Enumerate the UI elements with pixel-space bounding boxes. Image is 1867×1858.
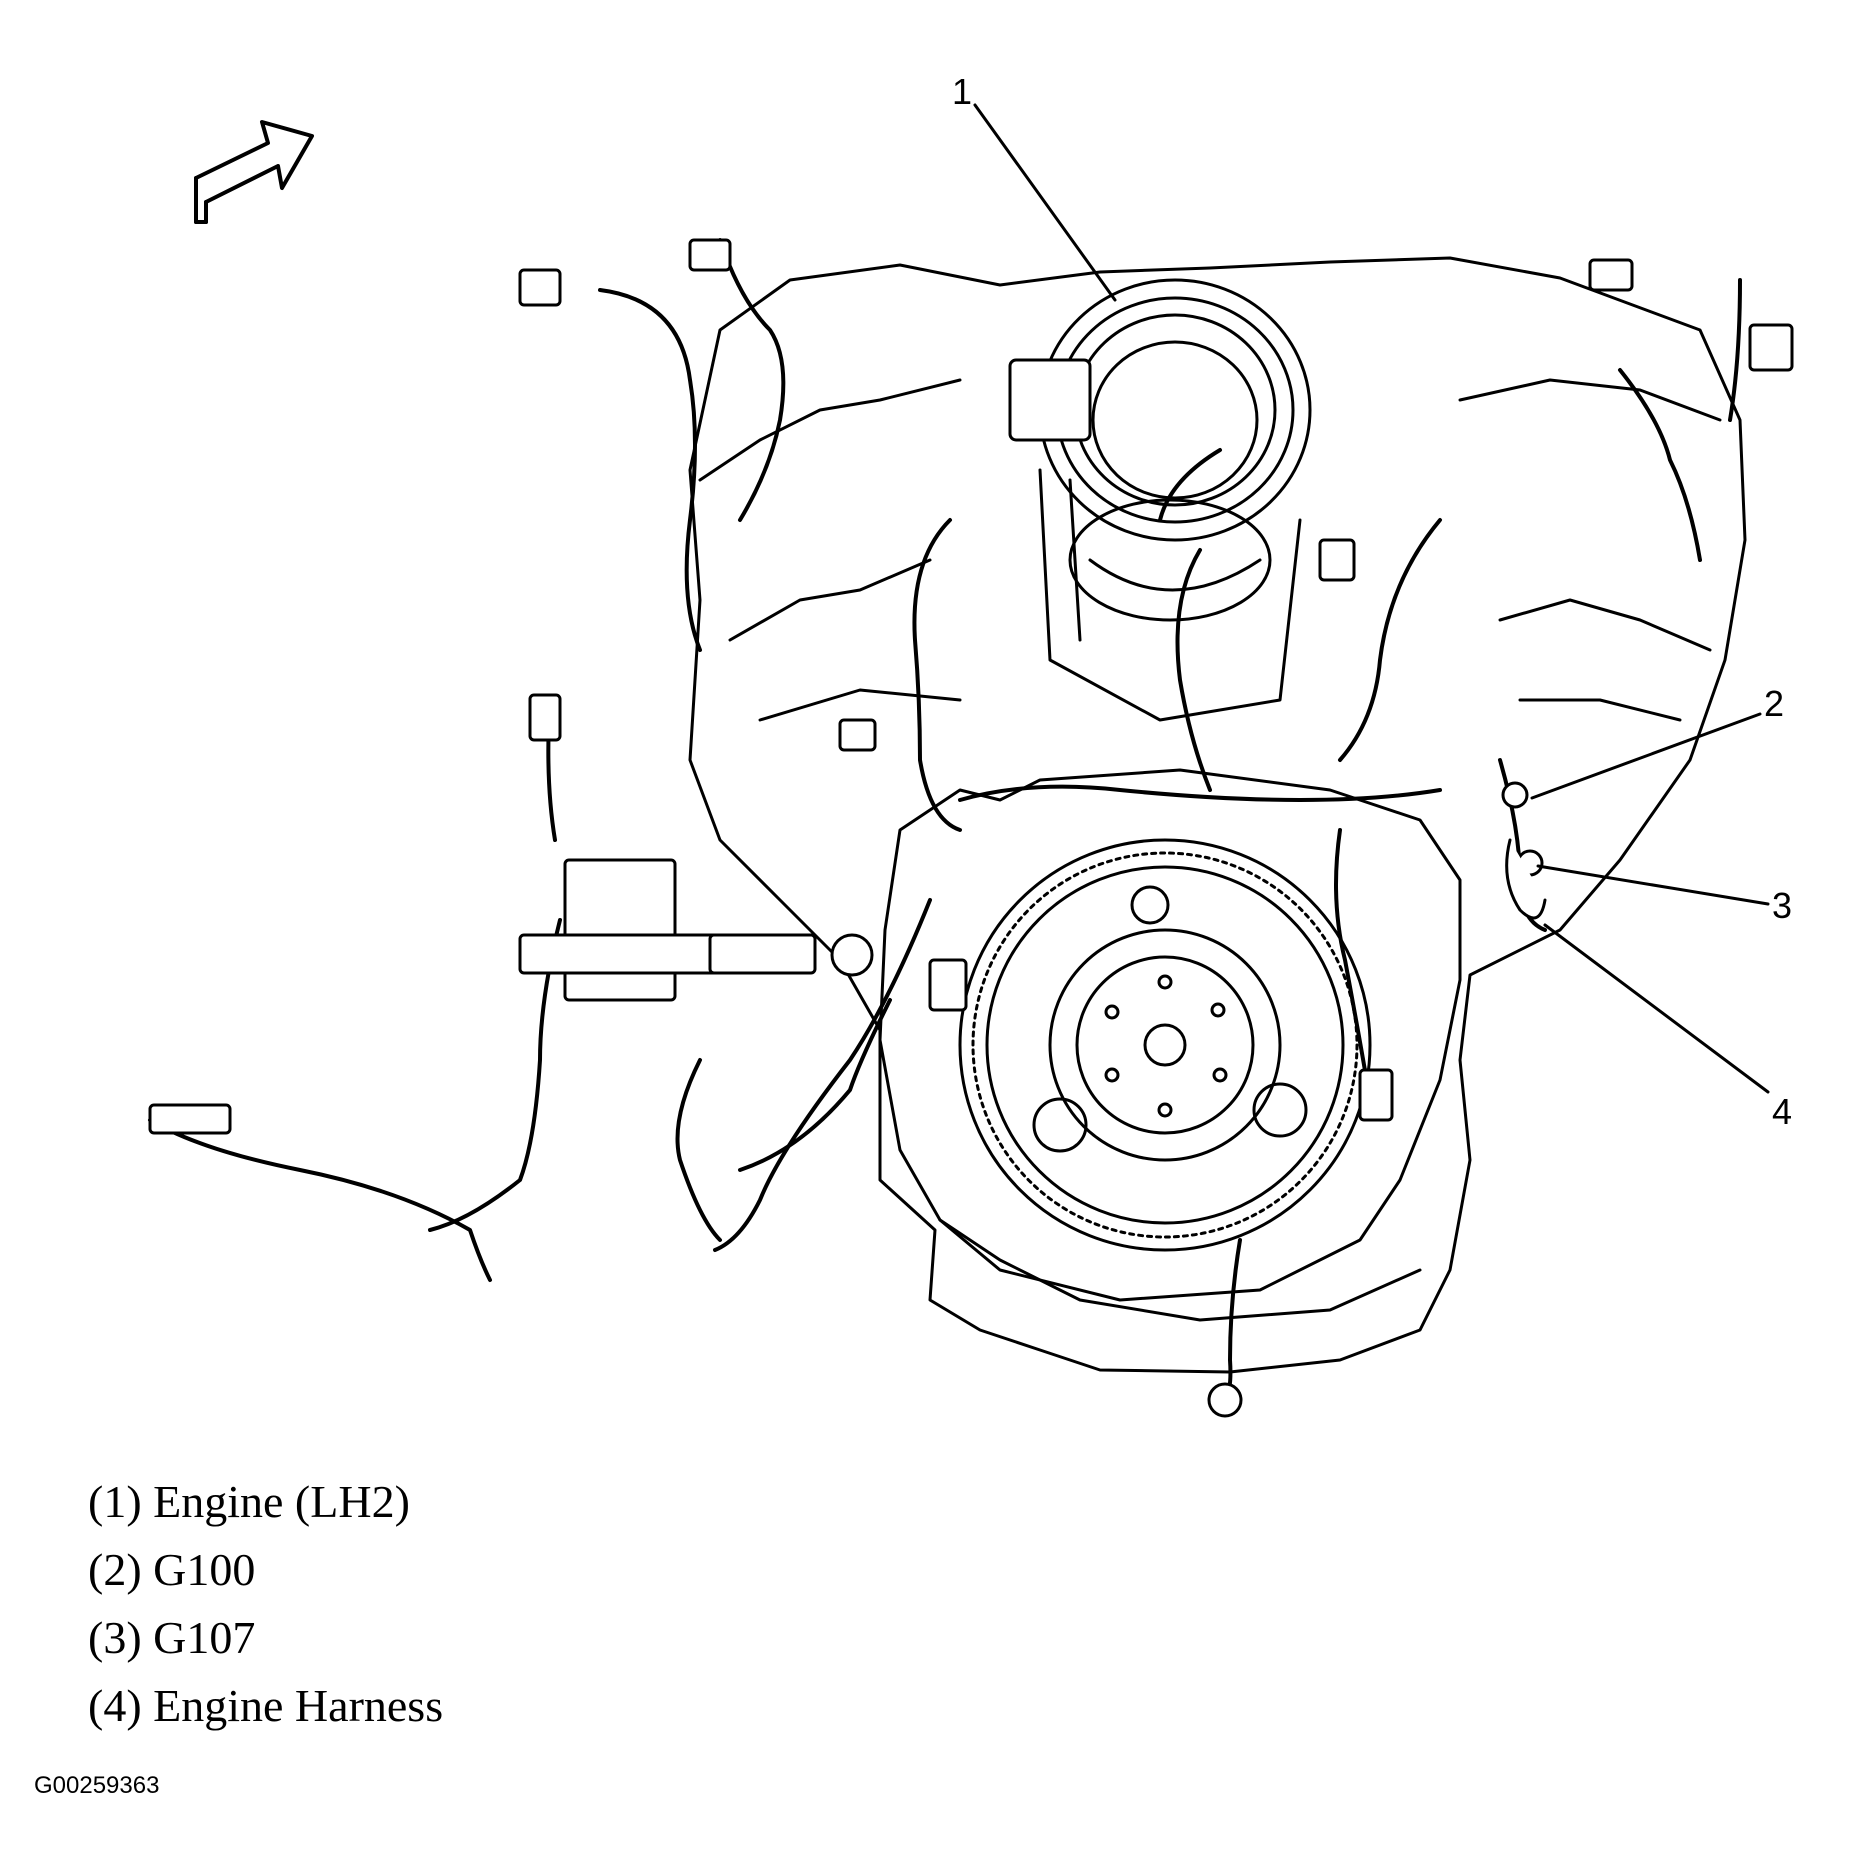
bell-housing <box>878 768 1462 1302</box>
engine-block <box>688 256 1747 1374</box>
connectors <box>148 238 1794 1418</box>
ground-points <box>1501 781 1547 920</box>
legend-item-engine: (1) Engine (LH2) <box>88 1476 410 1527</box>
callout-3: 3 <box>1772 885 1792 926</box>
legend-item-g107: (3) G107 <box>88 1612 256 1663</box>
legend-item-engine-harness: (4) Engine Harness <box>88 1680 444 1731</box>
flywheel <box>958 838 1372 1252</box>
figure-id: G00259363 <box>34 1772 160 1799</box>
callout-2: 2 <box>1764 683 1784 724</box>
air-intake <box>1038 278 1312 722</box>
legend-item-g100: (2) G100 <box>88 1544 256 1595</box>
legend: (1) Engine (LH2) (2) G100 (3) G107 (4) E… <box>88 1468 443 1740</box>
callout-1: 1 <box>952 71 972 112</box>
leader-lines <box>973 103 1770 1094</box>
engine-harness <box>148 238 1742 1402</box>
orientation-arrow-icon <box>194 120 314 224</box>
callout-4: 4 <box>1772 1091 1792 1132</box>
